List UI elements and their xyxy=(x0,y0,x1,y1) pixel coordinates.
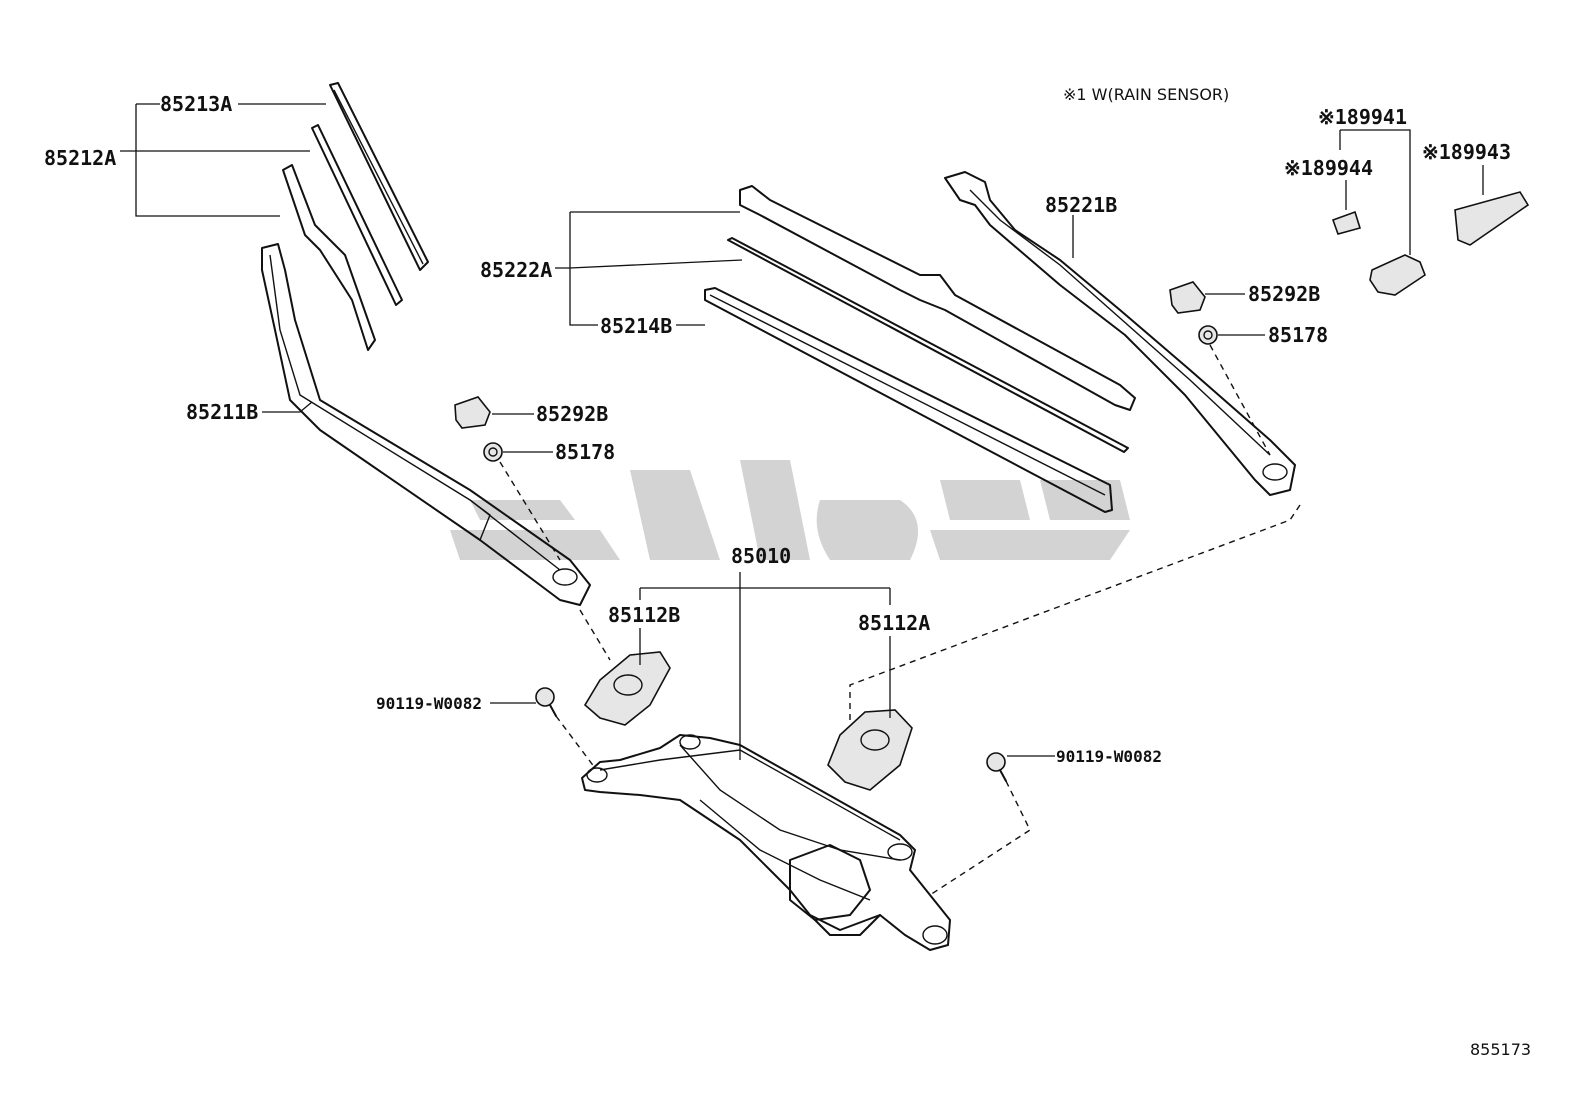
label-89944: ※189944 xyxy=(1284,156,1373,180)
label-90119-right: 90119-W0082 xyxy=(1056,747,1162,766)
label-89943: ※189943 xyxy=(1422,140,1511,164)
wiper-arm-icon xyxy=(944,171,1296,496)
label-85112A: 85112A xyxy=(858,611,930,635)
left-leader-lines xyxy=(120,103,611,661)
rain-sensor-icon xyxy=(1331,191,1530,296)
label-85222A: 85222A xyxy=(480,258,552,282)
label-85292B-right: 85292B xyxy=(1248,282,1320,306)
bolt-icon xyxy=(535,687,1007,782)
nut-icon xyxy=(1198,325,1218,345)
label-85213A: 85213A xyxy=(160,92,232,116)
label-85292B-left: 85292B xyxy=(536,402,608,426)
nut-icon xyxy=(483,442,503,462)
wiper-motor-link-icon xyxy=(581,651,951,951)
rain-sensor-note: ※1 W(RAIN SENSOR) xyxy=(1063,85,1229,104)
wiper-arm-icon xyxy=(261,243,591,606)
label-85212A: 85212A xyxy=(44,146,116,170)
label-85178-right: 85178 xyxy=(1268,323,1328,347)
label-89941: ※189941 xyxy=(1318,105,1407,129)
cap-icon xyxy=(1169,281,1206,314)
center-leader-lines xyxy=(555,129,1484,720)
wiper-blade-icon xyxy=(329,82,429,271)
label-85214B: 85214B xyxy=(600,314,672,338)
wiper-blade-icon xyxy=(704,287,1113,513)
wiper-blade-icon xyxy=(727,185,1136,453)
cap-icon xyxy=(454,396,491,429)
watermark-logo xyxy=(450,460,1130,560)
label-85211B: 85211B xyxy=(186,400,258,424)
label-85010: 85010 xyxy=(731,544,791,568)
label-85178-left: 85178 xyxy=(555,440,615,464)
label-85112B: 85112B xyxy=(608,603,680,627)
diagram-id: 855173 xyxy=(1470,1040,1531,1059)
label-90119-left: 90119-W0082 xyxy=(376,694,482,713)
label-85221B: 85221B xyxy=(1045,193,1117,217)
wiper-blade-icon xyxy=(282,124,403,351)
motor-leader-lines xyxy=(490,572,1055,896)
